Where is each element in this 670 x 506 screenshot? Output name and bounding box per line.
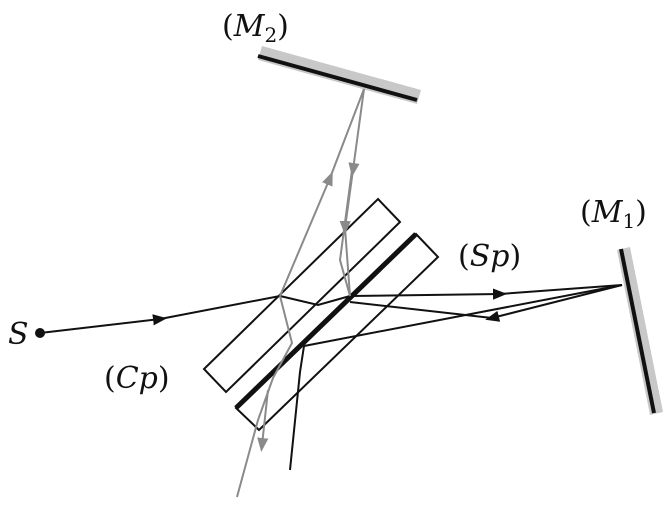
label-mirror1: (M1): [580, 195, 647, 233]
beam-exit-gray-arrow: [257, 389, 269, 452]
label-source: S: [8, 317, 29, 352]
label-compensator: (Cp): [104, 361, 170, 396]
beam-from-m1-arrow: [485, 284, 623, 322]
beam-incident-arrow: [39, 314, 167, 334]
beam-to-m2-arrow: [279, 171, 333, 297]
mirror-m2-surface: [257, 54, 418, 102]
compensator-plate: [202, 197, 402, 394]
beam-in-plates: [279, 295, 351, 307]
beam-arm-m2: [236, 88, 365, 498]
beam-from-m1-upper: [349, 301, 493, 319]
mirror-m1: [617, 247, 663, 415]
beam-to-m2: [329, 88, 365, 179]
beam-arm-m1: [39, 284, 623, 471]
beam-exit-gray: [236, 295, 294, 498]
beam-from-m2: [339, 88, 365, 297]
beam-exit-black: [289, 345, 305, 471]
separator-semireflective-surface: [234, 232, 418, 410]
beam-inner-gray: [338, 169, 353, 297]
label-separator: (Sp): [458, 239, 521, 274]
beam-to-m1: [499, 284, 623, 295]
beam-incident: [159, 295, 281, 320]
beam-to-m1-arrow: [349, 288, 507, 300]
label-mirror2: (M2): [222, 9, 289, 47]
beam-from-m1-lower: [303, 284, 623, 347]
mirror-m2: [257, 46, 421, 104]
mirror-m1-surface: [619, 248, 656, 414]
